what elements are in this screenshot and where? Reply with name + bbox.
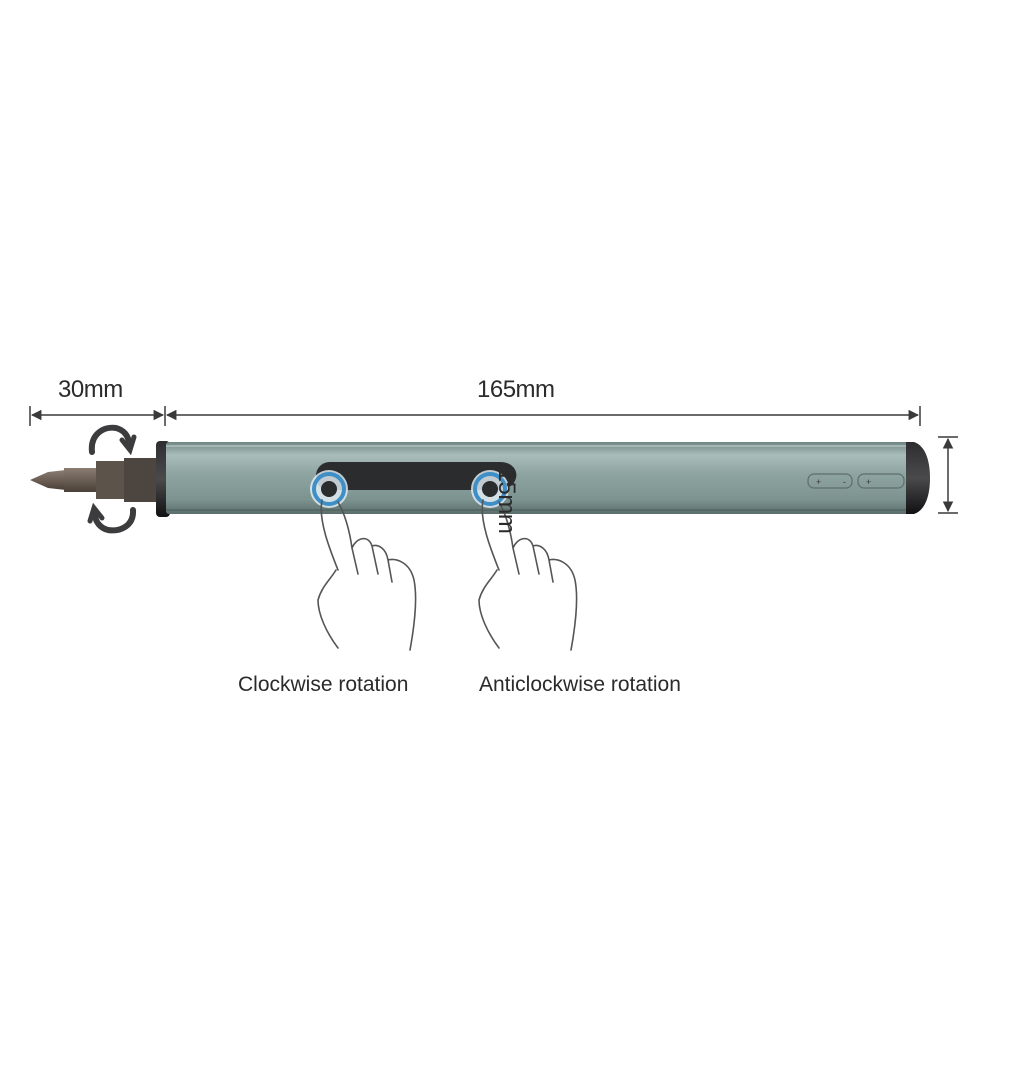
- left-hand: [317, 499, 417, 651]
- diameter-label-wrap: 15mm: [0, 468, 520, 1084]
- chuck-sleeve: [124, 458, 156, 502]
- clockwise-caption: Clockwise rotation: [238, 673, 409, 696]
- bit-shank: [64, 468, 100, 492]
- rotation-arrowhead-bottom: [87, 502, 105, 524]
- battery-indicator-icon: + - +: [807, 473, 905, 489]
- screwdriver-bit: [30, 458, 156, 502]
- anticlockwise-caption: Anticlockwise rotation: [479, 673, 681, 696]
- rotation-arrow-top: [88, 424, 132, 455]
- clockwise-button[interactable]: [310, 470, 348, 508]
- body-length-label: 165mm: [477, 376, 555, 403]
- bit-length-label: 30mm: [58, 376, 123, 403]
- body-tube: [166, 442, 912, 514]
- screwdriver-diagram: + - + 30mm 165mm 15mm Clockwise rotation…: [29, 376, 958, 696]
- rotation-arrowhead-top: [119, 434, 137, 456]
- svg-text:-: -: [843, 477, 846, 487]
- rotation-arrow-bottom: [92, 507, 136, 534]
- dimension-lines: [29, 406, 958, 514]
- end-cap: [906, 442, 930, 514]
- finger-press-icon: [317, 499, 578, 651]
- svg-text:+: +: [866, 477, 871, 487]
- right-hand: [478, 499, 578, 651]
- diameter-label: 15mm: [492, 468, 520, 533]
- anticlockwise-button[interactable]: [471, 470, 509, 508]
- diagram-canvas: + - +: [29, 406, 958, 651]
- svg-text:+: +: [816, 477, 821, 487]
- button-track: [316, 462, 517, 490]
- chuck-collar: [96, 461, 126, 499]
- rotation-arrow-icon: [87, 424, 137, 534]
- bit-tip: [30, 470, 66, 490]
- screwdriver-body: [156, 441, 930, 517]
- button-strip: [316, 462, 517, 490]
